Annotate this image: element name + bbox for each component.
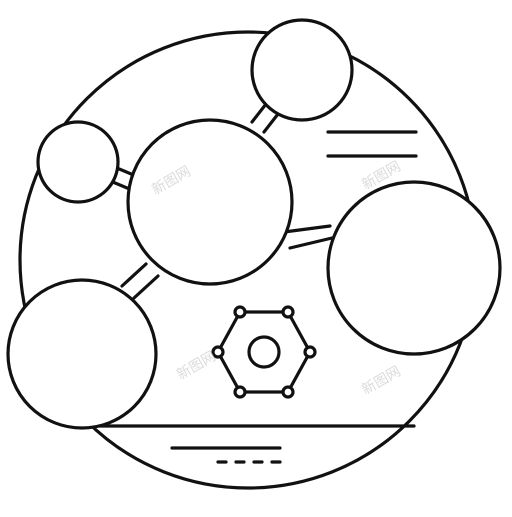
bond-center-to-left bbox=[120, 262, 160, 300]
bond-top-to-center bbox=[250, 102, 280, 134]
node-small-left bbox=[36, 120, 120, 204]
text-lines-bottom bbox=[170, 446, 282, 464]
text-lines-top-right bbox=[326, 130, 418, 158]
hexagon-molecule-icon bbox=[211, 305, 317, 399]
node-right bbox=[326, 180, 502, 356]
bond-center-to-right bbox=[282, 224, 334, 250]
node-center bbox=[126, 118, 294, 286]
node-left bbox=[6, 278, 158, 430]
node-top bbox=[250, 18, 354, 122]
